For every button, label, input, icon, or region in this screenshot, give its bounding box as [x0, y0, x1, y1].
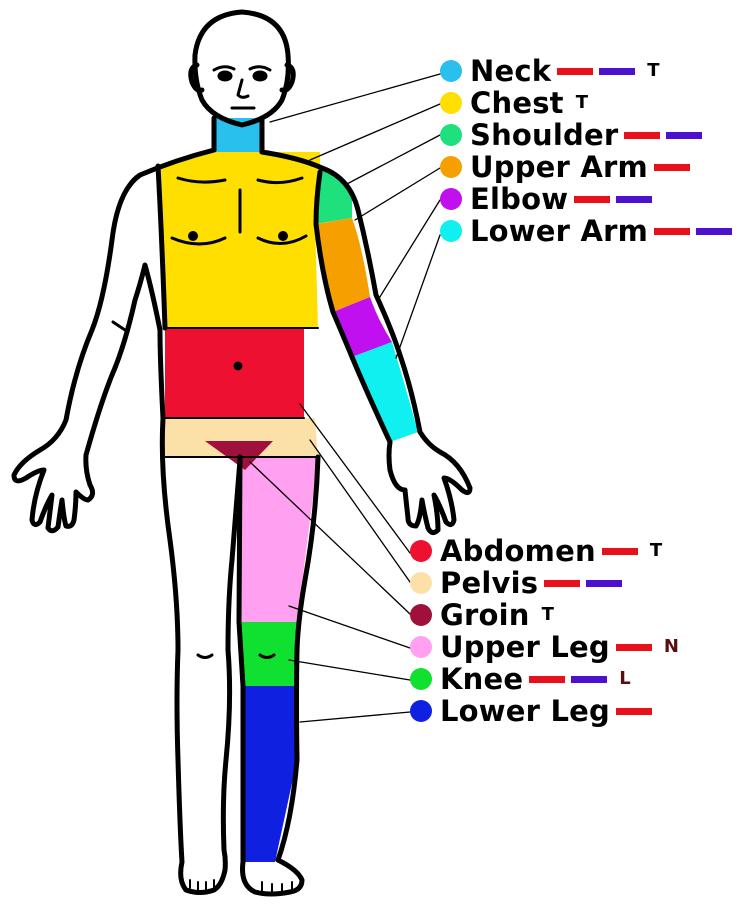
chest-color-dot [440, 92, 462, 114]
knee-marker-purple [571, 676, 607, 683]
eyebrow-right [250, 67, 270, 70]
lower-arm-label: Lower Arm [470, 216, 648, 246]
legend-item-groin: Groin T [410, 600, 554, 630]
knee-code-letter: L [619, 664, 630, 694]
leader-lower-arm [396, 235, 440, 358]
neck-label: Neck [470, 56, 551, 86]
legend-item-neck: Neck T [440, 56, 660, 86]
legend-item-lower-leg: Lower Leg [410, 696, 652, 726]
legend-item-upper-leg: Upper Leg N [410, 632, 679, 662]
leader-chest [310, 104, 440, 160]
leader-knee [289, 660, 410, 680]
neck-marker-purple [599, 68, 635, 75]
leader-upper-leg [289, 606, 410, 648]
abdomen-marker-red [602, 548, 638, 555]
lower-leg-label: Lower Leg [440, 696, 610, 726]
knee-left-detail [198, 655, 212, 658]
upper-leg-marker-red [616, 644, 652, 651]
leader-upper-arm [355, 168, 440, 220]
elbow-label: Elbow [470, 184, 568, 214]
leader-pelvis [310, 440, 410, 582]
eye-left [220, 73, 230, 79]
shoulder-color-dot [440, 124, 462, 146]
eyebrow-left [214, 67, 234, 70]
nose [238, 80, 248, 97]
groin-color-dot [410, 604, 432, 626]
navel [236, 364, 240, 368]
shoulder-marker-red [624, 132, 660, 139]
leader-shoulder [345, 135, 440, 185]
legend-item-abdomen: Abdomen T [410, 536, 662, 566]
upper-leg-code-letter: N [664, 632, 679, 662]
abdomen-color-dot [410, 540, 432, 562]
lower-leg-color-dot [410, 700, 432, 722]
knee-marker-red [529, 676, 565, 683]
upper-arm-label: Upper Arm [470, 152, 648, 182]
lower-arm-marker-purple [696, 228, 732, 235]
chest-label: Chest [470, 88, 564, 118]
neck-color-dot [440, 60, 462, 82]
chest-code-letter: T [576, 88, 588, 118]
knee-label: Knee [440, 664, 523, 694]
nipple-left [191, 234, 196, 239]
pelvis-marker-purple [586, 580, 622, 587]
upper-arm-color-dot [440, 156, 462, 178]
region-knee [239, 622, 297, 686]
legend-item-upper-arm: Upper Arm [440, 152, 690, 182]
groin-label: Groin [440, 600, 530, 630]
elbow-marker-red [574, 196, 610, 203]
legend-item-chest: Chest T [440, 88, 588, 118]
legend-item-knee: Knee L [410, 664, 631, 694]
elbow-marker-purple [616, 196, 652, 203]
elbow-left-detail [113, 322, 125, 330]
lower-arm-color-dot [440, 220, 462, 242]
legend-item-elbow: Elbow [440, 184, 652, 214]
knee-color-dot [410, 668, 432, 690]
region-lower-leg [243, 686, 297, 862]
leader-lower-leg [300, 712, 410, 722]
region-upper-leg [239, 457, 318, 622]
lower-arm-marker-red [654, 228, 690, 235]
upper-leg-color-dot [410, 636, 432, 658]
legend-item-shoulder: Shoulder [440, 120, 702, 150]
shoulder-marker-purple [666, 132, 702, 139]
legend-item-pelvis: Pelvis [410, 568, 622, 598]
groin-code-letter: T [542, 600, 554, 630]
pelvis-label: Pelvis [440, 568, 538, 598]
neck-code-letter: T [647, 56, 659, 86]
shoulder-label: Shoulder [470, 120, 618, 150]
eye-right [255, 73, 265, 79]
abdomen-code-letter: T [650, 536, 662, 566]
upper-leg-label: Upper Leg [440, 632, 610, 662]
upper-arm-marker-red [654, 164, 690, 171]
leader-elbow [378, 200, 440, 300]
elbow-color-dot [440, 188, 462, 210]
nipple-right [281, 234, 286, 239]
region-abdomen [165, 328, 304, 418]
neck-marker-red [557, 68, 593, 75]
pelvis-marker-red [544, 580, 580, 587]
abdomen-label: Abdomen [440, 536, 596, 566]
pelvis-color-dot [410, 572, 432, 594]
lower-leg-marker-red [616, 708, 652, 715]
legend-item-lower-arm: Lower Arm [440, 216, 732, 246]
